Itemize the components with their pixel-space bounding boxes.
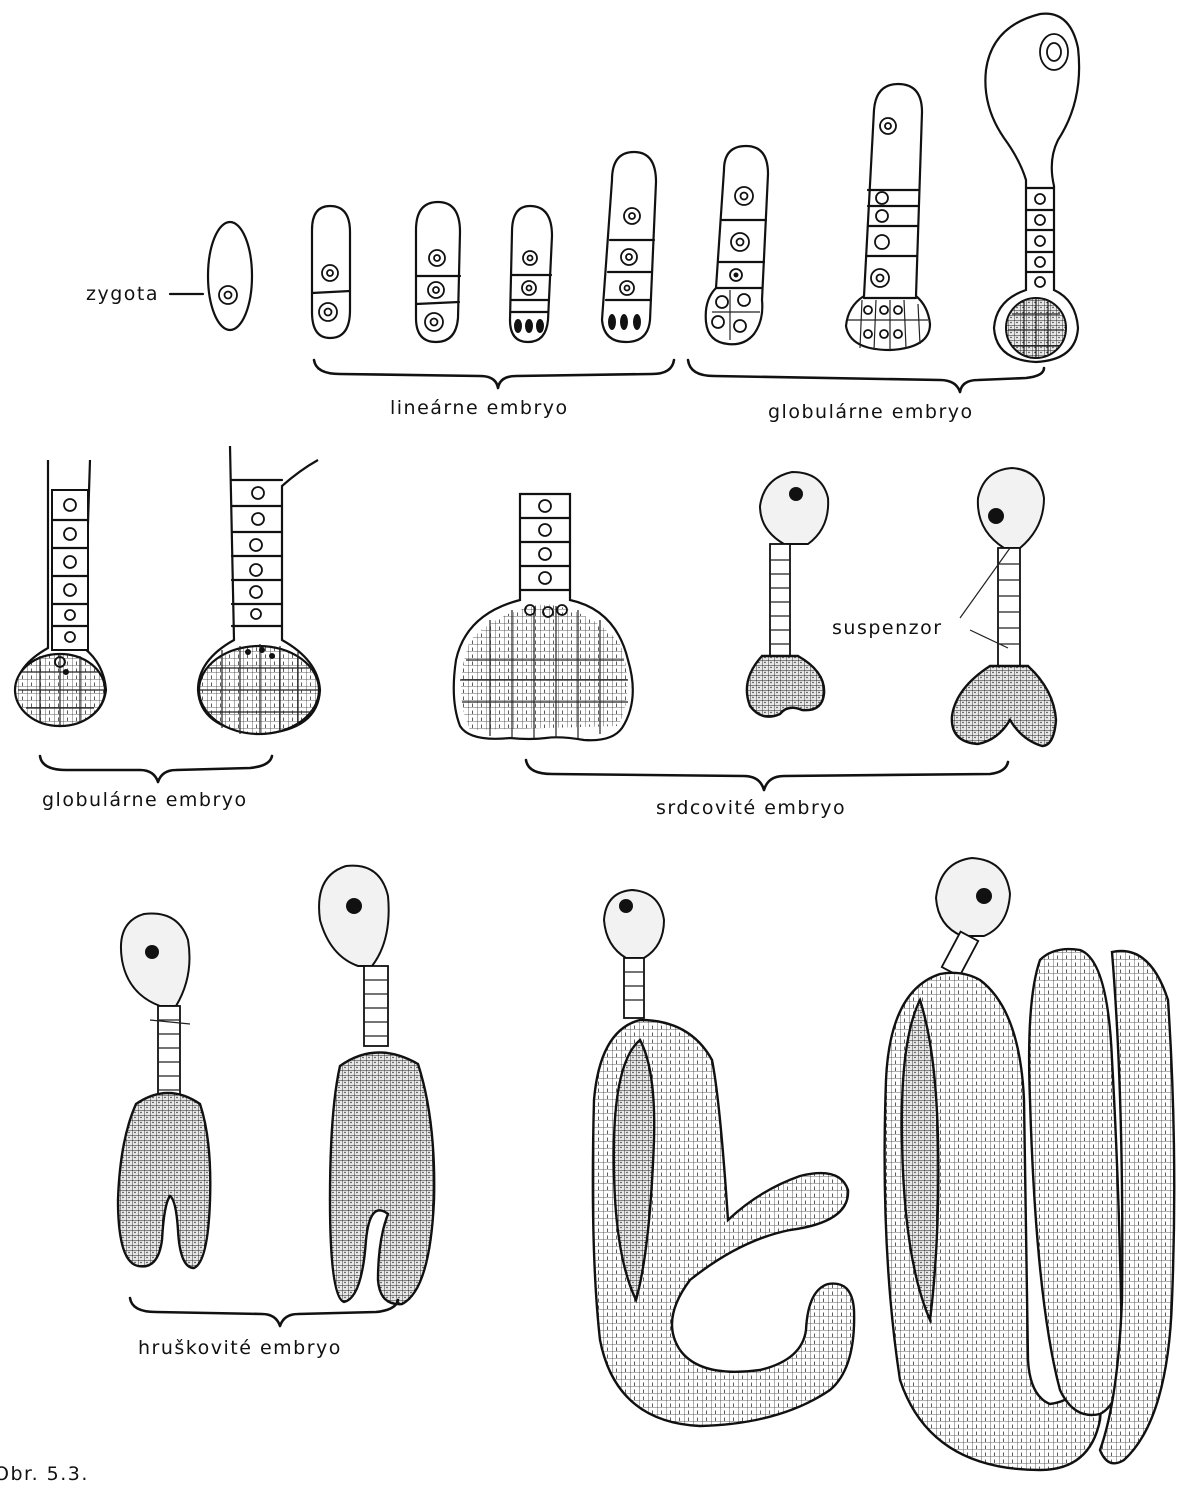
label-globularne-mid: globulárne embryo bbox=[42, 789, 248, 811]
globular-embryo-late bbox=[985, 14, 1079, 362]
globular-embryo-mid bbox=[846, 84, 930, 350]
label-zygota: zygota bbox=[86, 283, 159, 305]
brace-hruskovite bbox=[130, 1298, 398, 1326]
label-hruskovite: hruškovité embryo bbox=[138, 1337, 342, 1359]
label-srdcovite: srdcovité embryo bbox=[656, 797, 846, 819]
globular-embryo-row2-b bbox=[198, 446, 320, 734]
heart-embryo-small bbox=[747, 472, 828, 717]
brace-globularne-mid bbox=[40, 756, 272, 782]
pear-embryo-b bbox=[319, 866, 434, 1305]
linear-embryo-2cell bbox=[312, 206, 350, 338]
linear-embryo-4cell bbox=[416, 202, 460, 342]
heart-embryo-early bbox=[454, 494, 633, 740]
brace-srdcovite bbox=[526, 760, 1008, 790]
brace-linearne bbox=[314, 360, 674, 388]
figure-caption: Obr. 5.3. bbox=[0, 1463, 89, 1485]
brace-globularne-top bbox=[688, 360, 1044, 392]
linear-embryo-8cell bbox=[510, 206, 552, 342]
folded-embryo-large bbox=[885, 858, 1175, 1470]
zygote bbox=[208, 222, 252, 330]
label-linearne: lineárne embryo bbox=[390, 397, 569, 419]
globular-embryo-row2-a bbox=[15, 460, 106, 726]
folded-embryo-medium bbox=[593, 890, 854, 1426]
label-globularne-top: globulárne embryo bbox=[768, 401, 974, 423]
label-suspenzor: suspenzor bbox=[832, 617, 943, 639]
pear-embryo-a bbox=[118, 914, 210, 1268]
globular-embryo-early bbox=[706, 146, 768, 344]
linear-embryo-elongated bbox=[602, 152, 656, 342]
